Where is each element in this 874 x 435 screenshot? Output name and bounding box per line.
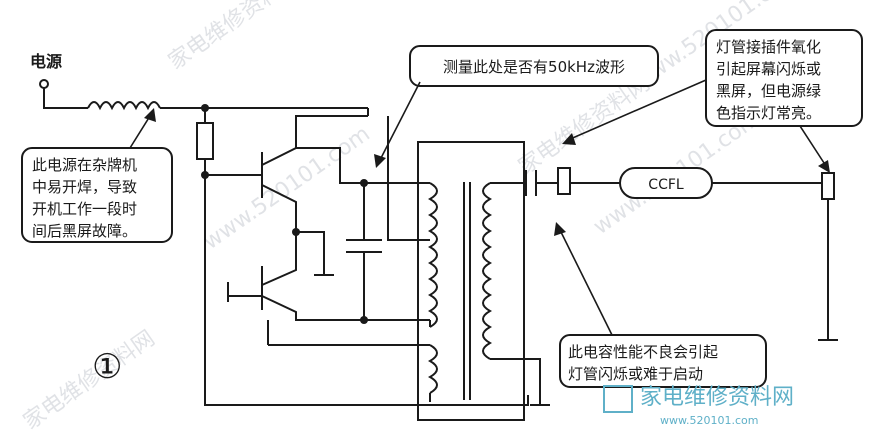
watermark-cn: 家电维修资料网: [514, 71, 655, 180]
watermark-cn: 家电维修资料网: [164, 0, 305, 75]
arrow-head: [562, 133, 576, 145]
wire-bus-to-primary: [387, 116, 430, 241]
callout-solder-arrow: [129, 115, 151, 149]
wire-secondary-bottom: [490, 358, 541, 405]
callout-connector-box: [705, 29, 863, 127]
brand-logo: [603, 385, 633, 413]
callout-connector-line: 灯管接插件氧化: [716, 38, 821, 56]
callout-connector-arrow-right: [799, 125, 827, 167]
power-terminal: [39, 79, 49, 89]
lamp-connector-right: [821, 172, 835, 200]
callout-capacitor-box: [559, 334, 767, 388]
transistor-upper: [261, 115, 368, 232]
transformer-frame: [417, 141, 525, 421]
wire-power-input: [43, 88, 88, 109]
watermark-url: www.520101.com: [199, 121, 375, 254]
callout-solder-box: [21, 147, 173, 243]
ccfl-label: CCFL: [648, 177, 684, 193]
callout-connector-line: 色指示灯常亮。: [716, 104, 821, 122]
arrow-head: [144, 108, 156, 122]
lamp-connector: [557, 167, 571, 195]
callout-solder-line: 开机工作一段时: [32, 200, 137, 218]
brand-watermark: 家电维修资料网 www.520101.com: [603, 385, 794, 427]
secondary-winding: [482, 182, 493, 360]
callout-solder-line: 此电源在杂牌机: [32, 156, 137, 174]
callout-capacitor-arrow: [559, 229, 613, 336]
callout-solder-line: 中易开焊，导致: [32, 178, 137, 196]
callout-measure-box: [409, 45, 659, 87]
callout-measure-arrow: [379, 81, 421, 161]
arrow-head: [554, 222, 566, 236]
power-source-label: 电源: [30, 52, 62, 71]
figure-number: ①: [92, 347, 122, 387]
brand-watermark-url: www.520101.com: [660, 414, 758, 427]
callout-connector-arrow-left: [567, 79, 707, 141]
transistor-lower: [261, 232, 364, 321]
callout-connector-line: 引起屏幕闪烁或: [716, 60, 821, 78]
arrow-head: [818, 160, 830, 173]
input-inductor: [87, 101, 161, 111]
resonant-capacitor: [346, 239, 382, 253]
primary-winding: [427, 182, 438, 328]
resistor: [196, 122, 214, 160]
brand-watermark-cn: 家电维修资料网: [640, 385, 794, 410]
callout-capacitor-line: 此电容性能不良会引起: [568, 343, 718, 361]
feedback-winding: [427, 344, 438, 394]
wire-collector: [296, 147, 430, 184]
arrow-head: [374, 154, 386, 168]
callout-connector-line: 黑屏，但电源绿: [716, 82, 821, 100]
watermark-cn: 家电维修资料网: [19, 326, 160, 435]
wire-left-rail: [204, 175, 529, 406]
transformer-core: [463, 182, 471, 400]
wire-base-lower: [227, 282, 262, 297]
callout-measure-text: 测量此处是否有50kHz波形: [443, 58, 625, 76]
callout-solder-line: 间后黑屏故障。: [32, 222, 137, 240]
wire-mid-to-ground: [296, 231, 325, 275]
callout-capacitor-line: 灯管闪烁或难于启动: [568, 365, 703, 383]
